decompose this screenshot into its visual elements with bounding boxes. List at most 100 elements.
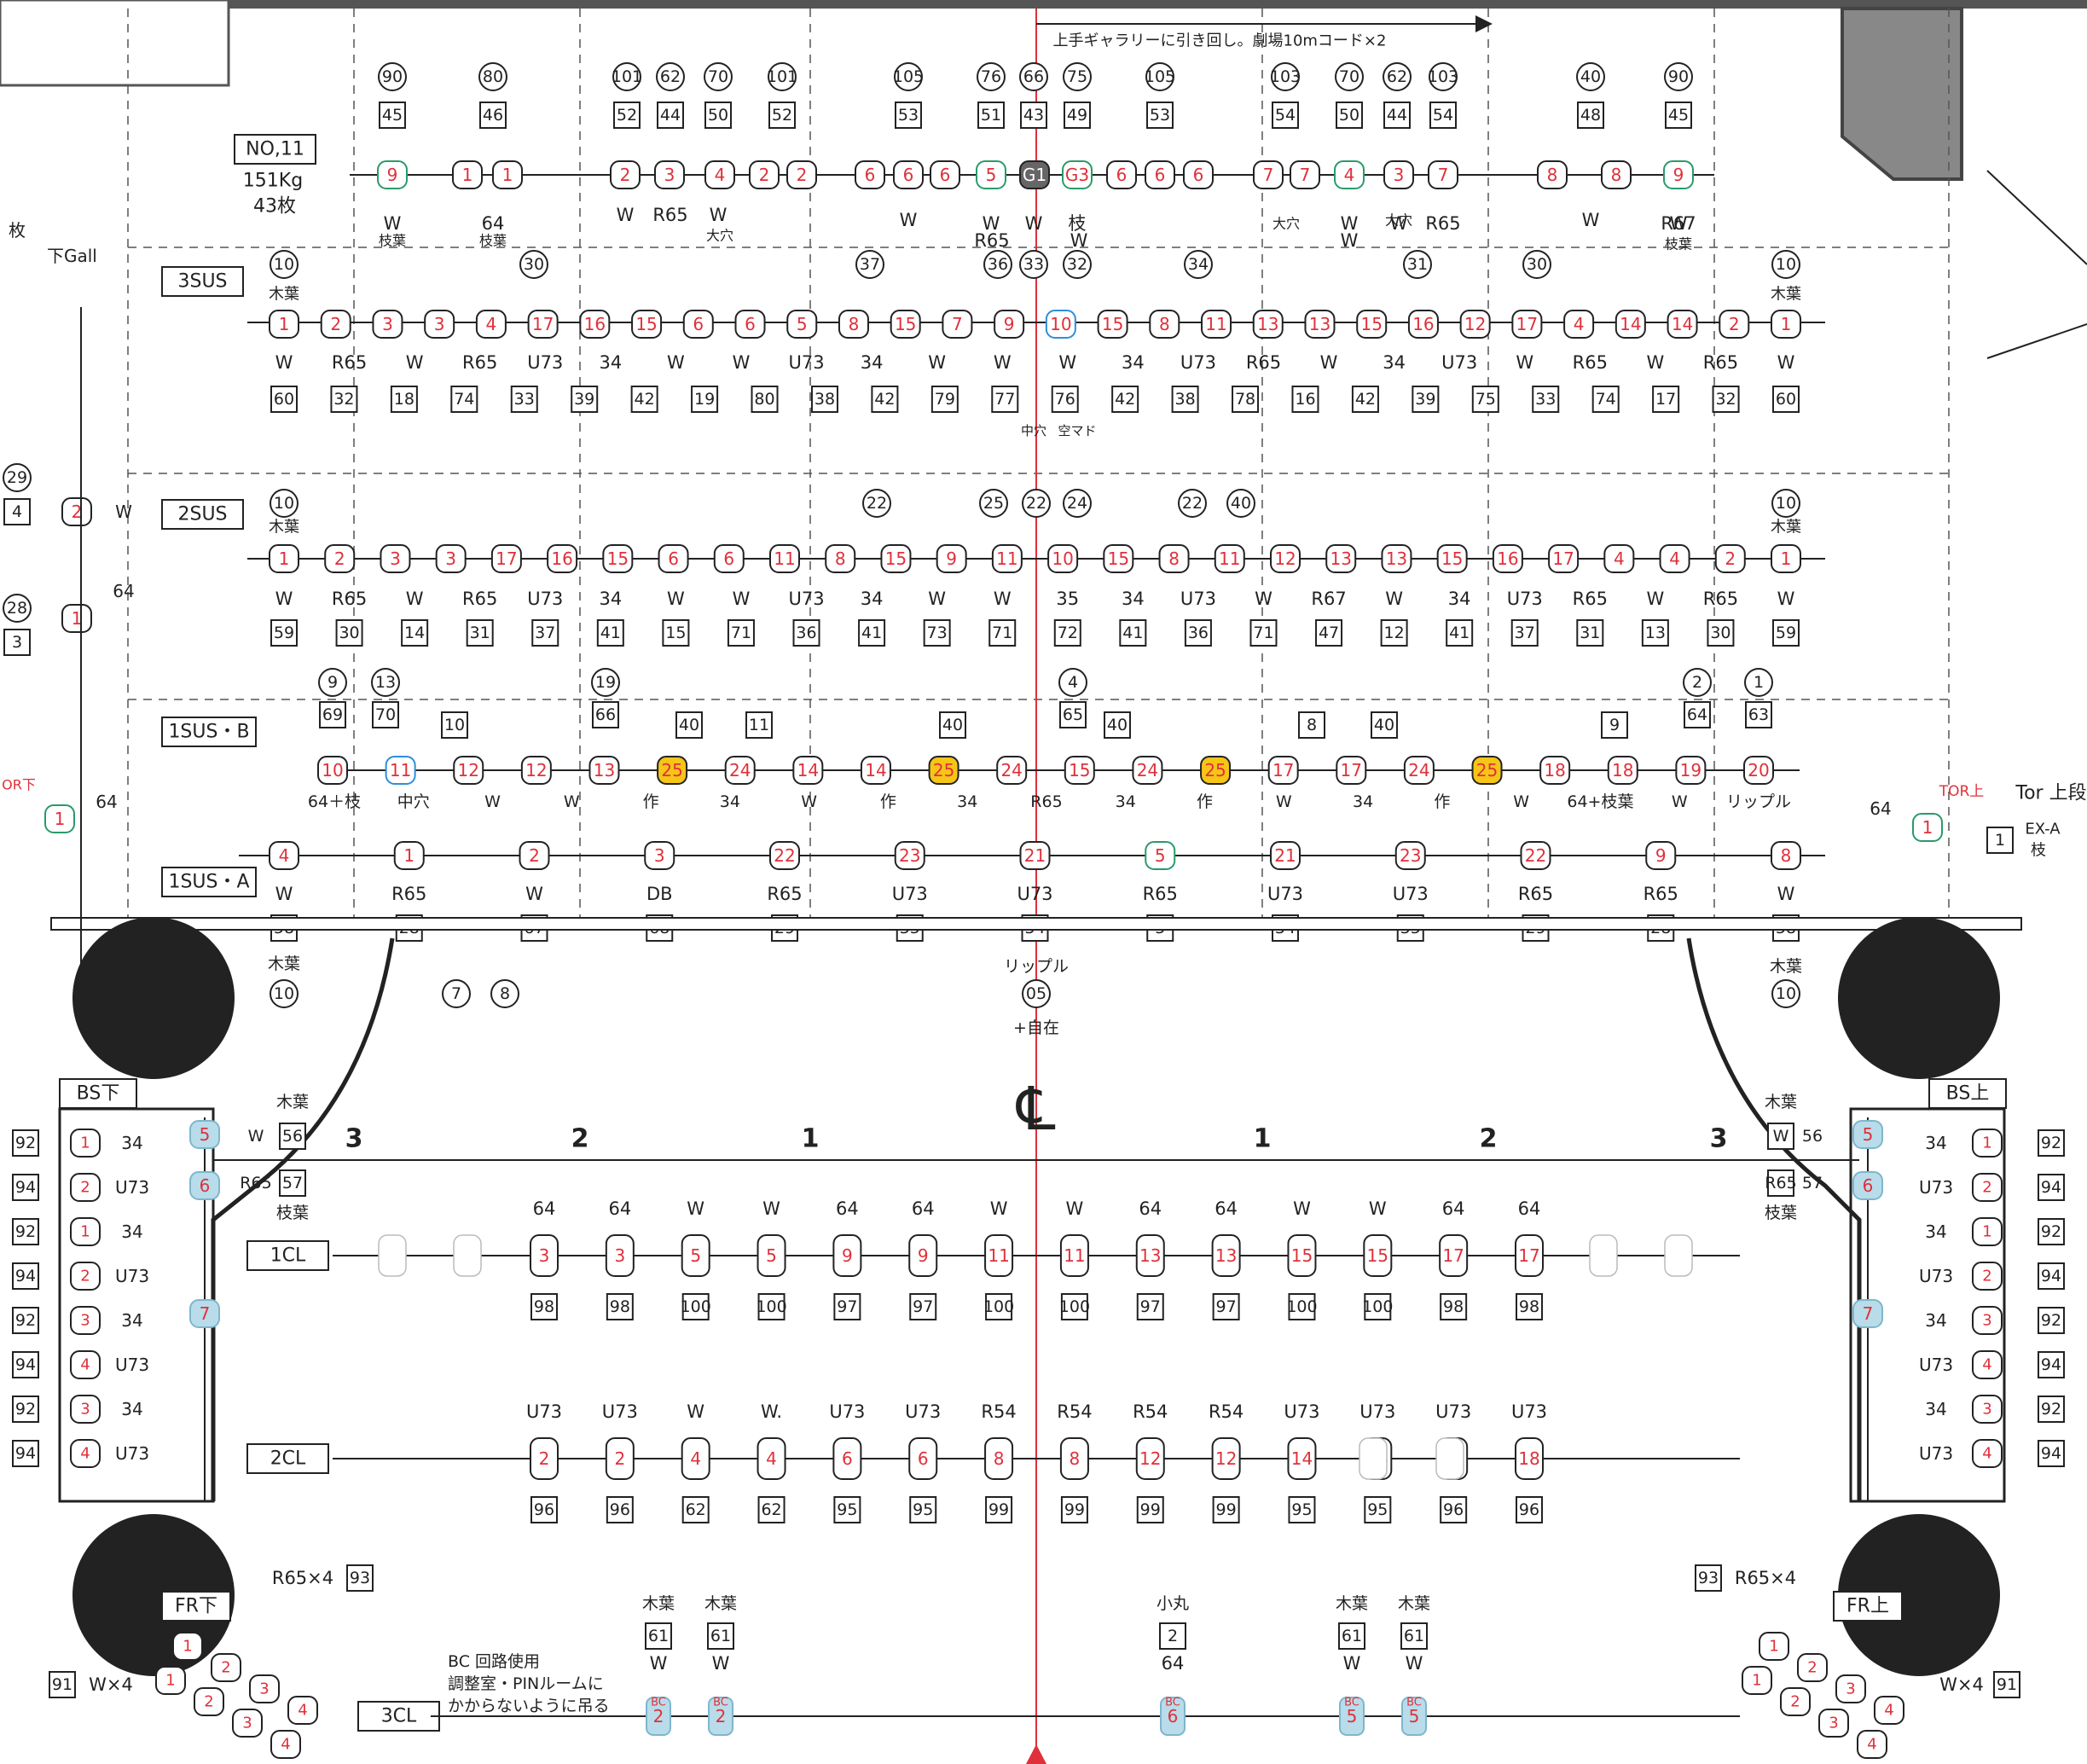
- cl2-box-text: 95: [1291, 1500, 1312, 1519]
- 1susb-fixture: 24: [1132, 756, 1163, 785]
- 3sus-label: U73: [1441, 352, 1477, 373]
- no11-label: 枝: [1069, 213, 1087, 234]
- 1susa-fixture: 4: [269, 841, 299, 870]
- no11-box-text: 44: [1387, 106, 1407, 125]
- ladder-box-text: R65: [1765, 1174, 1796, 1192]
- 2sus-box: [1119, 619, 1147, 647]
- no11-box-text: 54: [1275, 106, 1296, 125]
- bs-box-left-text: 92: [15, 1222, 36, 1241]
- cl2-type: R54: [981, 1401, 1016, 1422]
- 1susb-circle-text: 13: [375, 673, 396, 692]
- cl2-box: [833, 1496, 861, 1523]
- 1susb-label: 中穴: [397, 792, 430, 811]
- fr-wbox-text: 91: [1997, 1675, 2017, 1694]
- bs-label-left-text: BS下: [77, 1083, 120, 1105]
- 1susa-fixture: 5: [1145, 841, 1176, 870]
- no11-label: W: [1670, 213, 1688, 234]
- no11-box-text: 52: [617, 106, 637, 125]
- 2sus-box: [1641, 619, 1669, 647]
- fixture-number: 2: [1807, 1659, 1817, 1677]
- right-box: [1986, 827, 2014, 854]
- fixture-number: 2: [72, 502, 83, 522]
- no11-box: [479, 102, 507, 129]
- cl1-fixture: 17: [1515, 1234, 1544, 1277]
- bs-fixture-right: 1: [1972, 1217, 2003, 1246]
- fixture-number: 7: [1300, 165, 1311, 185]
- 2sus-box: [988, 619, 1017, 647]
- cl2-box-text: 95: [913, 1500, 933, 1519]
- no11-fixture: 4: [704, 160, 735, 189]
- 1susa-note: 木葉: [268, 955, 300, 973]
- 2sus-box-text: 41: [861, 624, 882, 642]
- fixture-number: 3: [390, 548, 401, 569]
- cl1-fixture: 13: [1211, 1234, 1241, 1277]
- bs-label-text-right: 34: [1925, 1221, 1946, 1242]
- bs-label-text-right: U73: [1919, 1266, 1953, 1286]
- no11-circle-text: 103: [1270, 67, 1301, 86]
- no11-fixture: 2: [610, 160, 641, 189]
- bs-box-right: [2038, 1218, 2065, 1245]
- bs-box-right-text: 92: [2041, 1400, 2061, 1419]
- 1susb-box-text: 63: [1748, 705, 1769, 724]
- no11-circle: [1271, 62, 1300, 91]
- 3sus-fixture: 17: [1511, 310, 1543, 339]
- no11-box: [1020, 102, 1047, 129]
- 3cl-tag: 木葉: [1336, 1594, 1368, 1613]
- ladder-note: 56: [1802, 1127, 1823, 1146]
- top-wall: [0, 0, 2087, 9]
- 1susb-box-text: 40: [1374, 716, 1394, 734]
- 3sus-box-text: 79: [935, 390, 955, 409]
- 3sus-fixture: 13: [1304, 310, 1336, 339]
- fr-box: [346, 1564, 374, 1592]
- 2sus-label: W: [994, 589, 1012, 609]
- cl2-box: [1212, 1496, 1240, 1523]
- cl2-type: R54: [1057, 1401, 1092, 1422]
- 3cl-box-text: 61: [1404, 1627, 1424, 1645]
- fixture-number: 14: [1291, 1448, 1313, 1469]
- 1susb-fixture: 17: [1267, 756, 1299, 785]
- 2sus-box-text: 73: [927, 624, 948, 642]
- 3sus-label: W: [1058, 352, 1076, 373]
- 1susb-circle: [1683, 668, 1712, 697]
- ladder-fixture-left: 6: [189, 1171, 220, 1200]
- fr-fixture-right: 3: [1835, 1674, 1866, 1703]
- fixture-number: 2: [614, 1448, 625, 1469]
- cl2-fixture: 6: [908, 1437, 938, 1480]
- 3cl-bc: BC: [713, 1697, 728, 1709]
- pipe-mark: 2: [571, 1124, 589, 1154]
- 3sus-fixture: 15: [1097, 310, 1128, 339]
- cl2-box-text: 62: [686, 1500, 706, 1519]
- 2sus-box: [596, 619, 624, 647]
- 3cl-box: [1338, 1622, 1365, 1650]
- 1susa-label: DB: [646, 884, 673, 904]
- 3cl-box: [1159, 1622, 1186, 1650]
- 2sus-fixture: 11: [769, 544, 800, 573]
- fixture-number: 8: [1781, 845, 1792, 866]
- fixture-number: 12: [525, 760, 547, 780]
- fixture-number: 12: [1274, 548, 1296, 569]
- 2sus-fixture: 11: [1214, 544, 1245, 573]
- cl2-box-text: 96: [1443, 1500, 1464, 1519]
- no11-circle-text: 105: [1145, 67, 1175, 86]
- fixture-number: 2: [334, 548, 345, 569]
- 3sus-fixture: 4: [1563, 310, 1595, 339]
- no11-label: W: [617, 205, 635, 225]
- no11-box: [1383, 102, 1411, 129]
- 2sus-circle: [1178, 489, 1207, 518]
- 3sus-fixture: 8: [838, 310, 869, 339]
- 3sus-box: [1712, 386, 1740, 413]
- fr-fixture-left: 1: [155, 1666, 186, 1695]
- 1susb-fixture: 19: [1675, 756, 1707, 785]
- cl1-box: [606, 1293, 634, 1320]
- cl2-fixture: 12: [1211, 1437, 1241, 1480]
- 3sus-circle: [1522, 250, 1551, 279]
- 3cl-type: W: [1406, 1653, 1423, 1674]
- fixture-number: 16: [1497, 548, 1518, 569]
- bar-label-no11: [234, 134, 316, 165]
- no11-circle-text: 90: [1668, 67, 1689, 86]
- left-tor: OR下: [2, 777, 36, 793]
- bs-box-left: [12, 1307, 39, 1334]
- fixture-number: 24: [1000, 760, 1022, 780]
- bs-fixture-right: 2: [1972, 1262, 2003, 1291]
- fixture-number: 5: [1863, 1124, 1874, 1145]
